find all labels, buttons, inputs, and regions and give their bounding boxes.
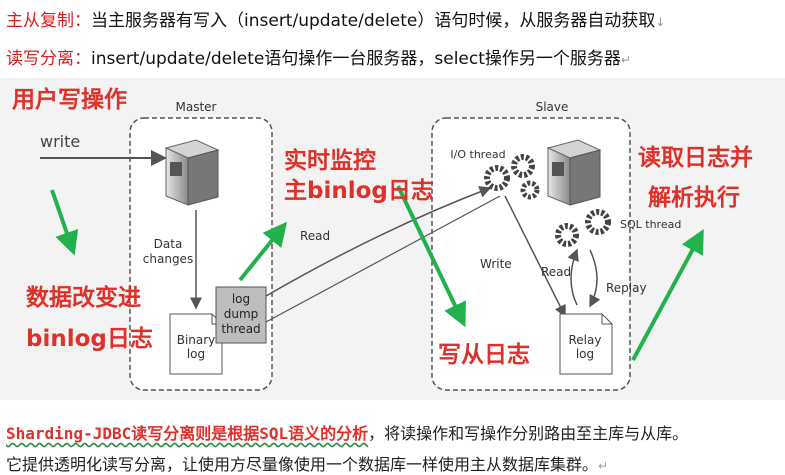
annotation-read-parse-1: 读取日志并 (638, 144, 753, 171)
relay-log-icon (559, 313, 613, 375)
io-thread-gear-icon (484, 154, 540, 200)
log-dump-label-1: log (232, 292, 250, 306)
data-changes-label-1: Data (154, 237, 183, 251)
master-slave-text: 当主服务器有写入（insert/update/delete）语句时候，从服务器自… (91, 11, 656, 31)
green-arrow-write-slave (396, 185, 466, 328)
read-arrow-label: Read (541, 265, 571, 279)
relay-log-label-1: Relay (569, 333, 602, 347)
master-server-icon (164, 139, 220, 206)
relay-log-label-2: log (576, 347, 594, 361)
annotation-write-slave-log: 写从日志 (438, 342, 530, 368)
footer-line-2: 它提供透明化读写分离，让使用方尽量像使用一个数据库一样使用主从数据库集群。↵ (6, 455, 609, 474)
header-line-2: 读写分离：insert/update/delete语句操作一台服务器，selec… (6, 49, 631, 69)
read-label: Read (300, 229, 330, 243)
footer-line-1: Sharding-JDBC读写分离则是根据SQL语义的分析，将读操作和写操作分别… (6, 420, 688, 444)
annotation-data-change-1: 数据改变进 (26, 284, 141, 311)
green-arrow-user-write (50, 189, 79, 256)
log-dump-thread-box (215, 286, 267, 344)
replay-label: Replay (606, 281, 647, 295)
footer-highlight: Sharding-JDBC读写分离则是根据SQL语义的分析 (6, 424, 369, 443)
footer-line-1-rest: ，将读操作和写操作分别路由至主库与从库。 (368, 424, 689, 443)
log-dump-label-2: dump (224, 307, 259, 321)
master-slave-label: 主从复制： (6, 11, 91, 31)
rw-split-text: insert/update/delete语句操作一台服务器，select操作另一… (91, 49, 621, 69)
annotation-monitor-1: 实时监控 (284, 147, 376, 174)
write-arrow-label: Write (480, 257, 512, 271)
binary-log-label-2: log (187, 347, 205, 361)
sql-thread-gear-icon (555, 209, 611, 247)
master-title: Master (176, 100, 217, 114)
log-dump-label-3: thread (221, 322, 260, 336)
sql-thread-label: SQL thread (620, 218, 681, 231)
slave-server-icon (546, 139, 602, 206)
io-thread-label: I/O thread (450, 148, 505, 161)
green-arrow-monitor (238, 221, 288, 282)
slave-title: Slave (536, 100, 569, 114)
annotation-data-change-2: binlog日志 (26, 326, 153, 352)
annotation-read-parse-2: 解析执行 (648, 184, 740, 211)
binary-log-icon (169, 313, 223, 375)
header-line-1: 主从复制：当主服务器有写入（insert/update/delete）语句时候，… (6, 11, 666, 31)
green-arrow-parse (631, 228, 704, 361)
data-changes-label-2: changes (143, 252, 193, 266)
rw-split-label: 读写分离： (6, 49, 91, 69)
annotation-user-write: 用户写操作 (12, 86, 127, 113)
annotation-monitor-2: 主binlog日志 (284, 178, 434, 204)
footer-line-2-text: 它提供透明化读写分离，让使用方尽量像使用一个数据库一样使用主从数据库集群。 (6, 455, 599, 474)
binary-log-label-1: Binary (177, 333, 216, 347)
write-label: write (40, 132, 80, 151)
